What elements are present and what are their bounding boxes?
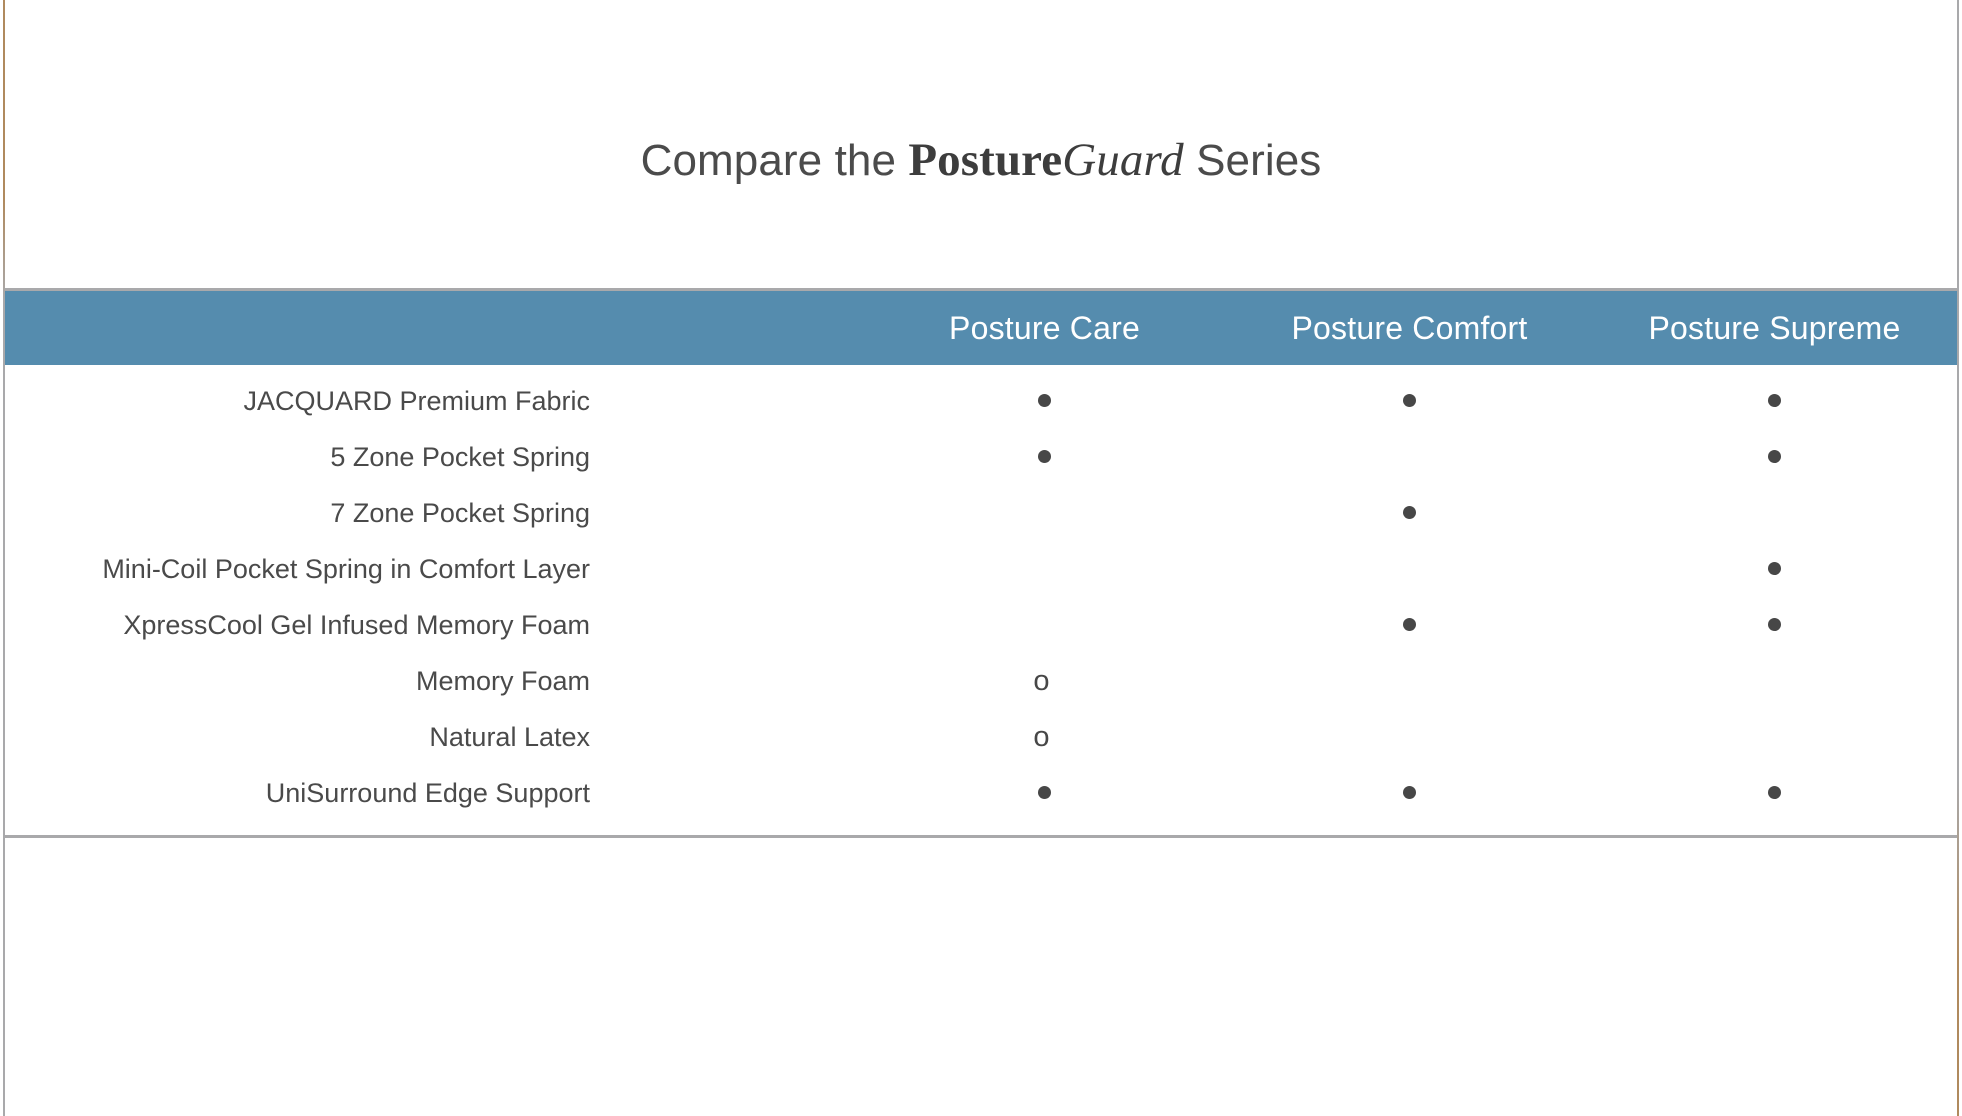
- column-header-posture-supreme[interactable]: Posture Supreme: [1648, 309, 1901, 346]
- table-header-row: Posture Care Posture Comfort Posture Sup…: [5, 291, 1957, 365]
- page-title-wrap: Compare the PostureGuard Series: [0, 108, 1962, 214]
- not-included-blank: [1044, 516, 1045, 517]
- cell-posture-comfort: [1227, 541, 1592, 597]
- not-included-blank: [1409, 460, 1410, 461]
- optional-circle-icon: o: [1033, 721, 1050, 753]
- feature-label: JACQUARD Premium Fabric: [243, 385, 590, 416]
- included-dot-icon: [1403, 618, 1416, 632]
- feature-label: Natural Latex: [429, 721, 590, 752]
- cell-posture-supreme: [1592, 653, 1957, 709]
- not-included-blank: [1409, 740, 1410, 741]
- table-row: 7 Zone Pocket Spring: [5, 485, 1957, 541]
- cell-posture-care: [862, 485, 1227, 541]
- cell-posture-supreme: [1592, 485, 1957, 541]
- included-dot-icon: [1768, 618, 1781, 632]
- feature-label: UniSurround Edge Support: [265, 777, 590, 808]
- table-row: Memory Foam o: [5, 653, 1957, 709]
- feature-label: XpressCool Gel Infused Memory Foam: [123, 609, 590, 640]
- cell-posture-comfort: [1227, 765, 1592, 821]
- cell-posture-comfort: [1227, 485, 1592, 541]
- cell-posture-supreme: [1592, 709, 1957, 765]
- cell-posture-care: [862, 597, 1227, 653]
- comparison-table: Posture Care Posture Comfort Posture Sup…: [5, 288, 1957, 838]
- cell-posture-care: o: [862, 709, 1227, 765]
- optional-circle-icon: o: [1033, 665, 1050, 697]
- cell-posture-comfort: [1227, 373, 1592, 429]
- included-dot-icon: [1768, 450, 1781, 464]
- not-included-blank: [1774, 740, 1775, 741]
- feature-label: Memory Foam: [415, 665, 590, 696]
- table-row: Natural Latex o: [5, 709, 1957, 765]
- cell-posture-comfort: [1227, 709, 1592, 765]
- feature-label: 5 Zone Pocket Spring: [330, 441, 590, 472]
- cell-posture-care: [862, 541, 1227, 597]
- included-dot-icon: [1768, 786, 1781, 800]
- included-dot-icon: [1403, 506, 1416, 520]
- cell-posture-supreme: [1592, 541, 1957, 597]
- feature-label: 7 Zone Pocket Spring: [330, 497, 590, 528]
- cell-posture-care: [862, 765, 1227, 821]
- included-dot-icon: [1403, 394, 1416, 408]
- not-included-blank: [1409, 572, 1410, 573]
- included-dot-icon: [1768, 394, 1781, 408]
- title-suffix: Series: [1183, 136, 1322, 186]
- cell-posture-supreme: [1592, 373, 1957, 429]
- table-row: JACQUARD Premium Fabric: [5, 373, 1957, 429]
- title-prefix: Compare the: [640, 136, 909, 186]
- brand-name-italic: Guard: [1062, 134, 1184, 187]
- page-title: Compare the PostureGuard Series: [641, 137, 1322, 184]
- cell-posture-supreme: [1592, 597, 1957, 653]
- not-included-blank: [1774, 684, 1775, 685]
- column-header-posture-care[interactable]: Posture Care: [949, 309, 1140, 346]
- not-included-blank: [1409, 684, 1410, 685]
- included-dot-icon: [1038, 394, 1051, 408]
- left-edge-rule: [3, 0, 5, 1116]
- right-edge-rule: [1957, 0, 1959, 1116]
- cell-posture-comfort: [1227, 429, 1592, 485]
- table-row: UniSurround Edge Support: [5, 765, 1957, 821]
- cell-posture-care: [862, 373, 1227, 429]
- cell-posture-care: o: [862, 653, 1227, 709]
- cell-posture-comfort: [1227, 597, 1592, 653]
- table-row: 5 Zone Pocket Spring: [5, 429, 1957, 485]
- table-row: XpressCool Gel Infused Memory Foam: [5, 597, 1957, 653]
- table-footer-rule: [5, 835, 1957, 838]
- cell-posture-supreme: [1592, 765, 1957, 821]
- included-dot-icon: [1768, 562, 1781, 576]
- cell-posture-care: [862, 429, 1227, 485]
- not-included-blank: [1774, 516, 1775, 517]
- table-body: JACQUARD Premium Fabric 5 Zone Pocket Spr…: [5, 365, 1957, 827]
- included-dot-icon: [1403, 786, 1416, 800]
- column-header-posture-comfort[interactable]: Posture Comfort: [1291, 309, 1528, 346]
- table-row: Mini-Coil Pocket Spring in Comfort Layer: [5, 541, 1957, 597]
- table-header-top-rule: [5, 288, 1957, 291]
- cell-posture-comfort: [1227, 653, 1592, 709]
- not-included-blank: [1044, 572, 1045, 573]
- not-included-blank: [1044, 628, 1045, 629]
- cell-posture-supreme: [1592, 429, 1957, 485]
- brand-name-bold: Posture: [908, 134, 1063, 187]
- feature-label: Mini-Coil Pocket Spring in Comfort Layer: [102, 553, 590, 584]
- included-dot-icon: [1038, 450, 1051, 464]
- included-dot-icon: [1038, 786, 1051, 800]
